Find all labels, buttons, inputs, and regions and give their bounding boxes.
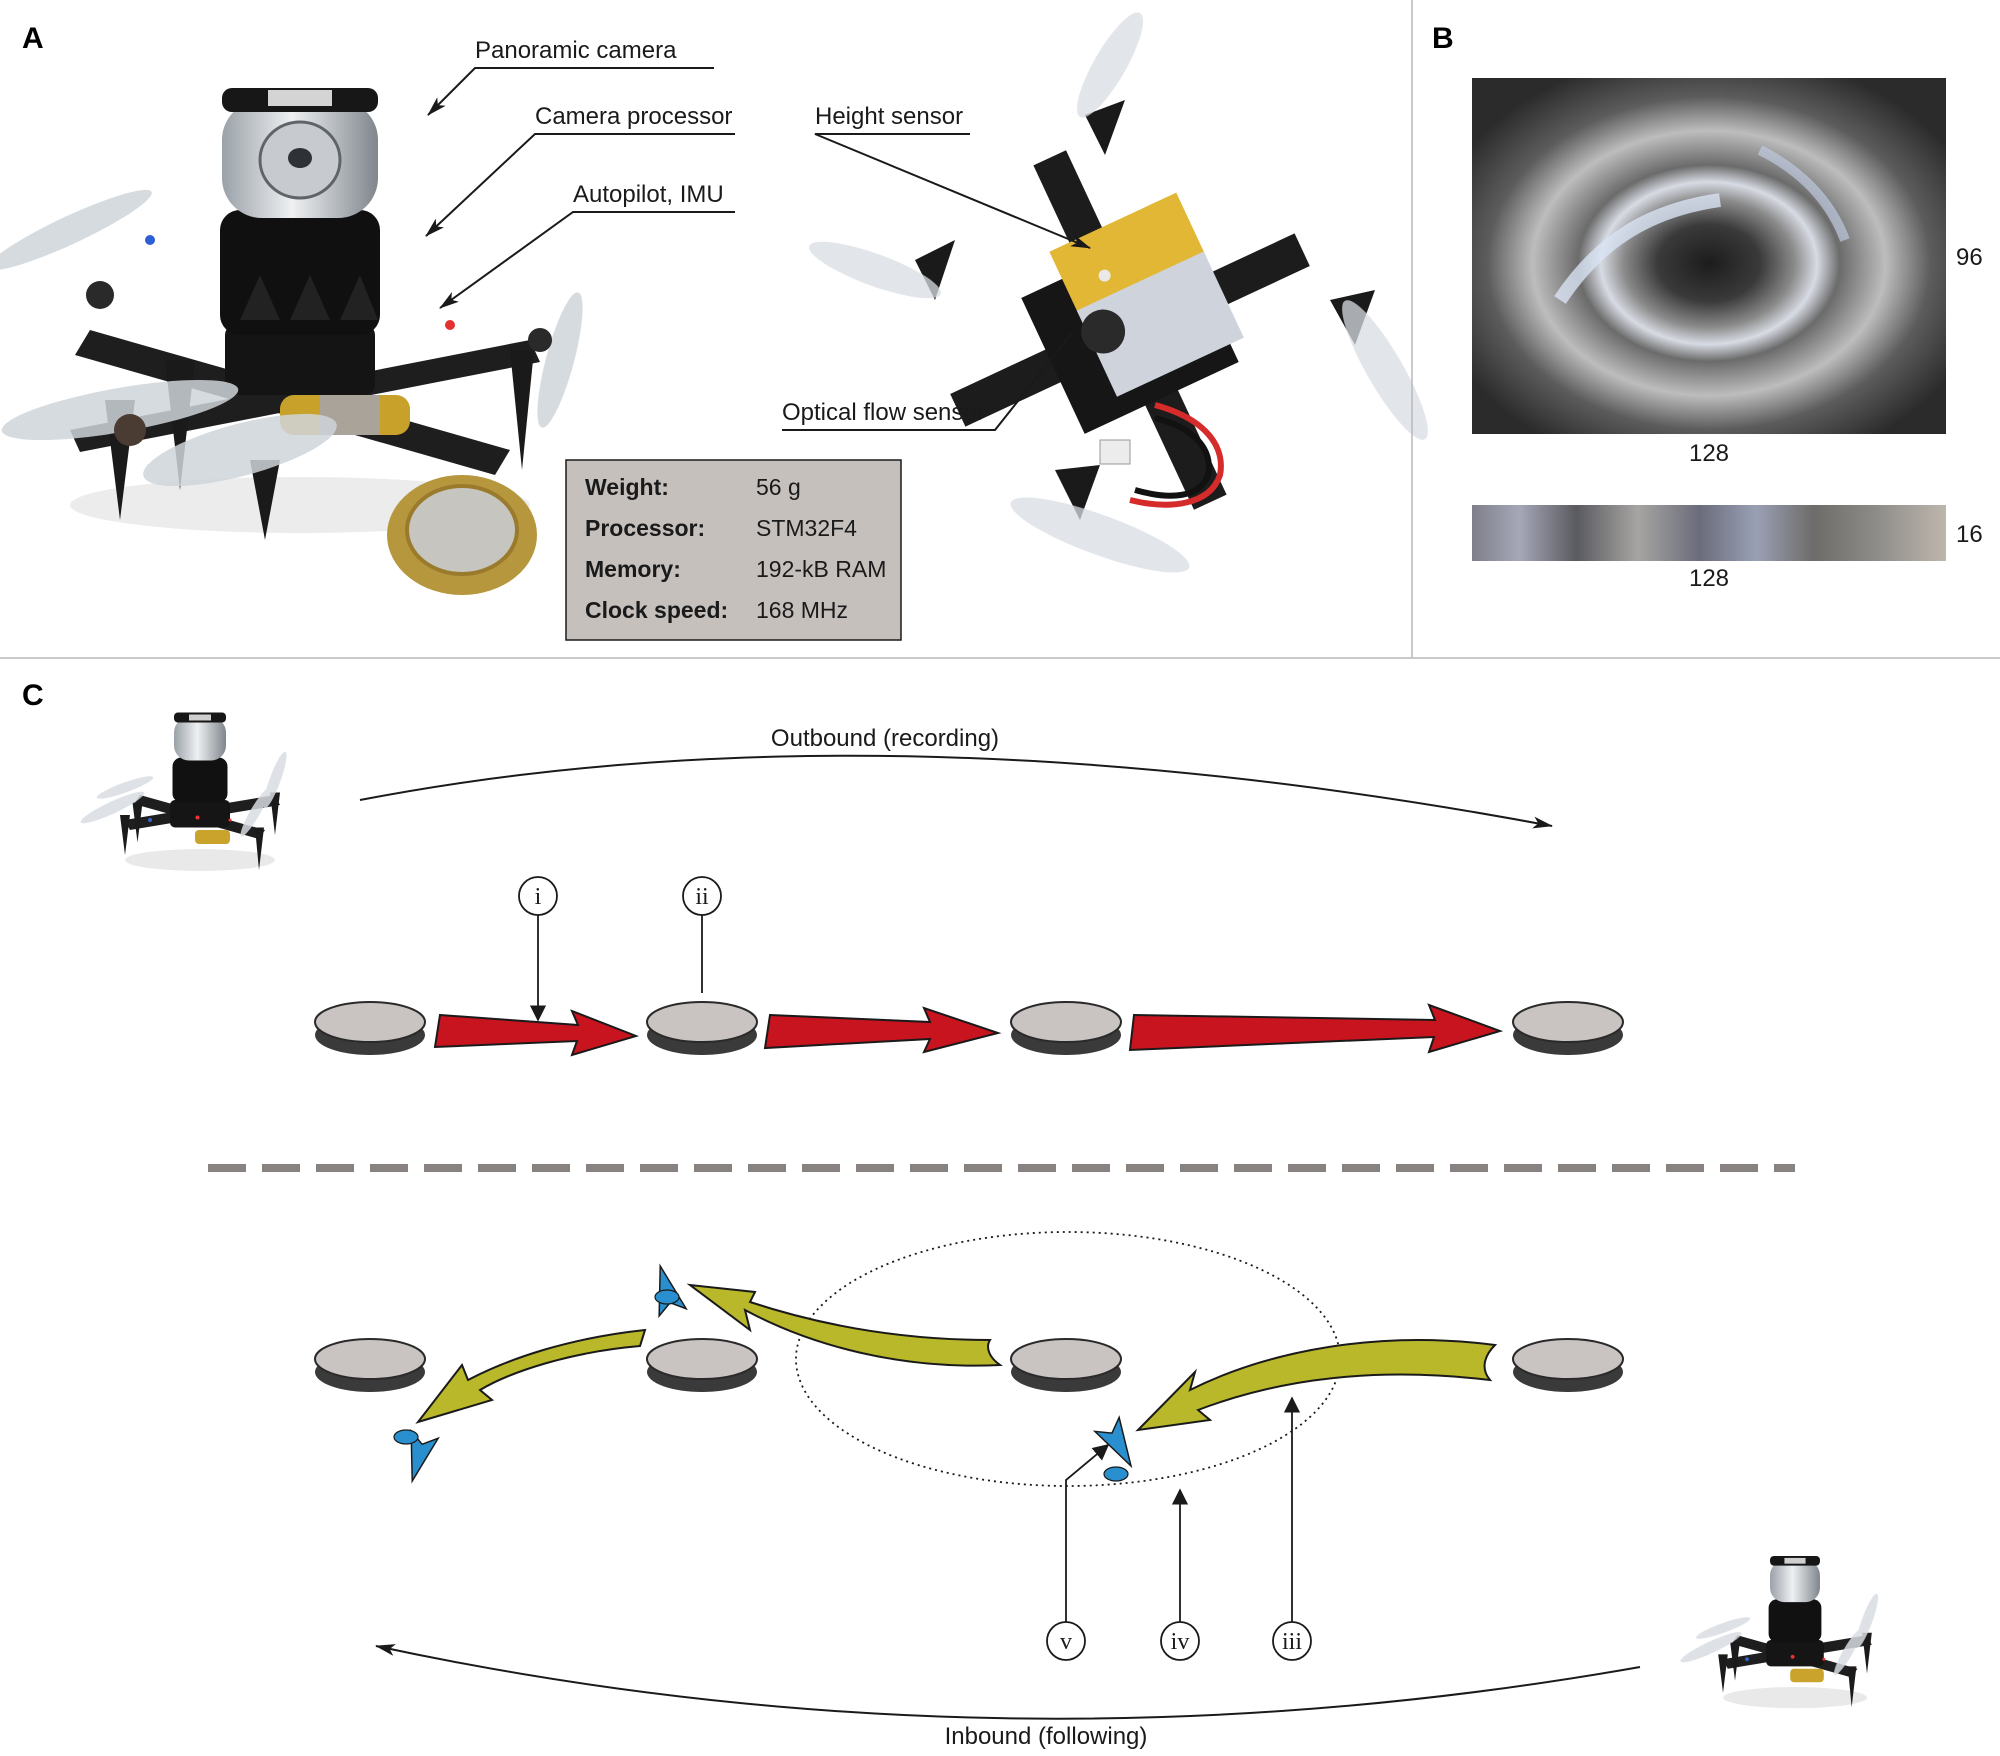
spec-box: Weight: 56 g Processor: STM32F4 Memory: …: [565, 459, 902, 641]
callout-optical-flow-sensor: Optical flow sensor: [782, 399, 985, 426]
agent-icon-base: [393, 1429, 419, 1445]
panel-label-c: C: [22, 679, 44, 712]
marker-iv: iv: [1160, 1488, 1200, 1661]
spec-value-clock-speed: 168 MHz: [756, 597, 848, 623]
drone-underside: [808, 12, 1428, 573]
spec-key-clock-speed: Clock speed:: [585, 597, 728, 623]
spec-key-weight: Weight:: [585, 474, 669, 500]
outbound-waypoints: [314, 1001, 1624, 1055]
spec-key-memory: Memory:: [585, 556, 681, 582]
outbound-vector: [1128, 1003, 1504, 1054]
inbound-label: Inbound (following): [945, 1723, 1148, 1750]
marker-v: v: [1046, 1443, 1110, 1661]
marker-ii: ii: [682, 876, 722, 993]
camera-image-strip: [1472, 505, 1946, 561]
waypoint: [1512, 1338, 1624, 1392]
agent-icon-base: [1103, 1466, 1129, 1482]
large-image-width-label: 128: [1689, 440, 1729, 467]
callout-line-autopilot-imu: [439, 211, 735, 309]
marker-i-label: i: [535, 884, 542, 910]
strip-image-height-label: 16: [1956, 521, 1983, 548]
inbound-vector: [1135, 1339, 1498, 1432]
agent-icon: [1094, 1416, 1144, 1474]
marker-iv-label: iv: [1171, 1629, 1190, 1655]
callout-panoramic-camera: Panoramic camera: [475, 37, 677, 64]
callout-line-panoramic-camera: [427, 67, 714, 116]
panel-label-b: B: [1432, 22, 1454, 55]
spec-value-weight: 56 g: [756, 474, 801, 500]
panel-label-a: A: [22, 22, 44, 55]
inbound-vectors: [415, 1283, 1498, 1432]
spec-value-processor: STM32F4: [756, 515, 857, 541]
strip-image-width-label: 128: [1689, 565, 1729, 592]
callout-line-height-sensor: [814, 133, 1091, 249]
waypoint: [1010, 1338, 1122, 1392]
inbound-arc: [375, 1644, 1641, 1720]
marker-v-label: v: [1060, 1629, 1072, 1655]
agent-icon-base: [654, 1289, 680, 1305]
callout-autopilot-imu: Autopilot, IMU: [573, 181, 724, 208]
waypoint: [1010, 1001, 1122, 1055]
drone-icon-outbound: [78, 712, 291, 871]
inbound-vector: [415, 1328, 647, 1424]
callout-height-sensor: Height sensor: [815, 103, 963, 130]
outbound-vector: [763, 1006, 1002, 1054]
spec-key-processor: Processor:: [585, 515, 705, 541]
outbound-arc: [359, 754, 1553, 829]
waypoint: [314, 1001, 426, 1055]
waypoint: [314, 1338, 426, 1392]
drone-with-panoramic-camera: [0, 88, 583, 540]
agent-icon: [645, 1261, 687, 1317]
waypoint: [1512, 1001, 1624, 1055]
marker-iii-label: iii: [1282, 1629, 1302, 1655]
callout-line-camera-processor: [425, 133, 735, 237]
spec-value-memory: 192-kB RAM: [756, 556, 886, 582]
outbound-vector: [433, 1009, 640, 1057]
inbound-waypoints: [314, 1338, 1624, 1392]
inbound-vector: [686, 1283, 1003, 1367]
marker-iii: iii: [1272, 1396, 1312, 1661]
outbound-vectors: [433, 1003, 1504, 1057]
waypoint: [646, 1001, 758, 1055]
drone-icon-inbound: [1678, 1556, 1882, 1709]
callout-camera-processor: Camera processor: [535, 103, 732, 130]
waypoint: [646, 1338, 758, 1392]
outbound-label: Outbound (recording): [771, 725, 999, 752]
marker-i: i: [518, 876, 558, 1022]
large-image-height-label: 96: [1956, 244, 1983, 271]
euro-coin: [387, 475, 537, 595]
marker-ii-label: ii: [695, 884, 709, 910]
camera-image-large: [1472, 78, 1946, 434]
callout-line-optical-flow-sensor: [782, 332, 1073, 431]
